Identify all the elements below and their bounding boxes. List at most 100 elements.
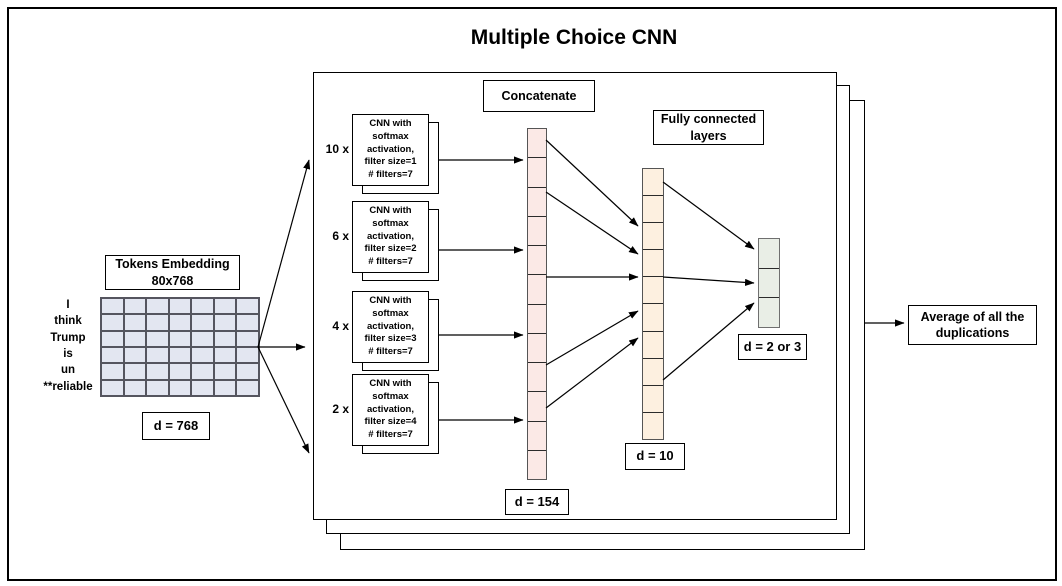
vector-cell bbox=[643, 357, 663, 385]
branch-multiplier-label: 10 x bbox=[325, 142, 349, 156]
cnn-box-text-line: CNN with bbox=[369, 378, 412, 389]
vector-cell bbox=[528, 157, 546, 186]
embedding-cell bbox=[146, 379, 169, 396]
average-box-line1: Average of all the bbox=[920, 309, 1025, 324]
vector-cell bbox=[528, 420, 546, 450]
embedding-cell bbox=[101, 330, 124, 347]
vector-cell bbox=[528, 391, 546, 420]
embedding-cell bbox=[101, 363, 124, 380]
tokens-embedding-label: Tokens Embedding 80x768 bbox=[105, 255, 240, 290]
embedding-cell bbox=[168, 298, 192, 315]
vector-cell bbox=[759, 297, 779, 327]
concatenate-label: Concatenate bbox=[483, 80, 595, 112]
cnn-box-text-line: activation, bbox=[367, 320, 414, 332]
vector-cell bbox=[528, 449, 546, 479]
average-box: Average of all the duplications bbox=[908, 305, 1037, 345]
cnn-box-text-line: softmax bbox=[372, 390, 409, 402]
embedding-cell bbox=[191, 347, 214, 364]
embedding-cell bbox=[191, 298, 214, 315]
vector-cell bbox=[528, 129, 546, 157]
embedding-cell bbox=[123, 379, 147, 396]
cnn-box-text-line: # filters=7 bbox=[368, 429, 413, 441]
vector-cell bbox=[643, 276, 663, 303]
branch-multiplier-label: 6 x bbox=[332, 229, 349, 243]
cnn-box-text-line: # filters=7 bbox=[368, 346, 413, 358]
embedding-cell bbox=[123, 363, 147, 380]
vector-cell bbox=[643, 169, 663, 195]
branch-multiplier-label: 2 x bbox=[332, 402, 349, 416]
output-dim-label: d = 2 or 3 bbox=[738, 334, 807, 360]
embedding-cell bbox=[101, 314, 124, 331]
page-border bbox=[7, 7, 1057, 581]
vector-cell bbox=[528, 186, 546, 216]
tokens-embedding-label-line2: 80x768 bbox=[151, 273, 194, 288]
embedding-cell bbox=[236, 347, 259, 364]
cnn-box-text-line: activation, bbox=[367, 230, 414, 242]
embedding-cell bbox=[213, 347, 237, 364]
embedding-cell bbox=[168, 330, 192, 347]
vector-cell bbox=[528, 245, 546, 274]
average-box-line2: duplications bbox=[935, 326, 1010, 340]
embedding-cell bbox=[191, 379, 214, 396]
cnn-box-text-line: softmax bbox=[372, 130, 409, 142]
cnn-box-text-line: activation, bbox=[367, 143, 414, 155]
cnn-box-text-line: CNN with bbox=[369, 295, 412, 306]
embedding-cell bbox=[236, 379, 259, 396]
vector-cell bbox=[643, 222, 663, 249]
cnn-box-text-line: activation, bbox=[367, 403, 414, 415]
fully-connected-label-line2: layers bbox=[690, 128, 727, 143]
cnn-box-text-line: filter size=4 bbox=[364, 416, 417, 428]
cnn-box-text-line: filter size=2 bbox=[364, 243, 417, 255]
embedding-cell bbox=[213, 379, 237, 396]
token-word: Trump bbox=[50, 331, 86, 344]
embedding-cell bbox=[236, 330, 259, 347]
vector-cell bbox=[643, 330, 663, 358]
embedding-cell bbox=[123, 330, 147, 347]
embedding-cell bbox=[213, 314, 237, 331]
token-word: **reliable bbox=[43, 380, 93, 393]
embedding-cell bbox=[101, 379, 124, 396]
embedding-cell bbox=[123, 314, 147, 331]
embedding-cell bbox=[146, 314, 169, 331]
cnn-box-text-line: softmax bbox=[372, 307, 409, 319]
embedding-cell bbox=[168, 347, 192, 364]
vector-cell bbox=[643, 384, 663, 412]
cnn-box-text-line: CNN with bbox=[369, 118, 412, 129]
vector-cell bbox=[643, 195, 663, 222]
embedding-cell bbox=[236, 363, 259, 380]
vector-cell bbox=[528, 274, 546, 303]
embedding-cell bbox=[101, 298, 124, 315]
embedding-cell bbox=[213, 298, 237, 315]
embedding-cell bbox=[191, 363, 214, 380]
vector-cell bbox=[528, 332, 546, 362]
vector-cell bbox=[643, 249, 663, 276]
vector-cell bbox=[759, 239, 779, 268]
embedding-cell bbox=[146, 363, 169, 380]
token-word: un bbox=[60, 364, 76, 377]
vector-cell bbox=[528, 362, 546, 391]
embedding-cell bbox=[236, 314, 259, 331]
embedding-cell bbox=[213, 363, 237, 380]
output-vector bbox=[758, 238, 780, 328]
cnn-box-text-line: softmax bbox=[372, 217, 409, 229]
embedding-cell bbox=[123, 347, 147, 364]
embedding-cell bbox=[213, 330, 237, 347]
vector-cell bbox=[643, 411, 663, 439]
embedding-cell bbox=[123, 298, 147, 315]
branch-multiplier-label: 4 x bbox=[332, 319, 349, 333]
fully-connected-dim-label: d = 10 bbox=[625, 443, 685, 470]
cnn-box-text-line: # filters=7 bbox=[368, 169, 413, 181]
vector-cell bbox=[528, 215, 546, 245]
fully-connected-label: Fully connected layers bbox=[653, 110, 764, 145]
token-word: is bbox=[63, 347, 73, 360]
embedding-cell bbox=[236, 298, 259, 315]
cnn-box-text-line: filter size=1 bbox=[364, 156, 417, 168]
